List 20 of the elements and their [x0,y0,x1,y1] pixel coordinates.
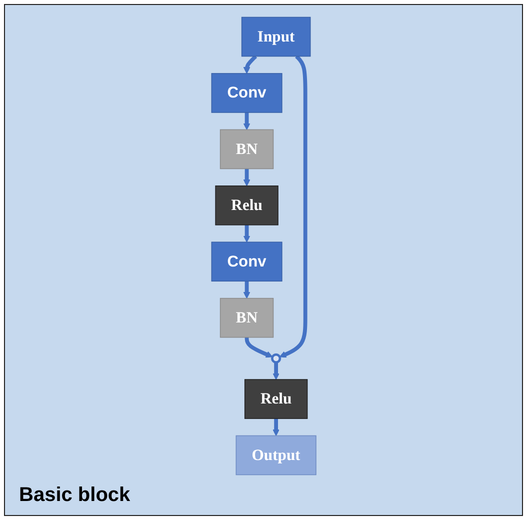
arrow [272,362,280,380]
node-box [235,435,316,476]
node-box [220,129,274,170]
arrow [243,112,250,130]
node-circle [270,353,281,364]
node-box [210,242,282,282]
arrow [243,54,257,74]
arrow [243,280,250,299]
arrow [243,224,250,242]
arrow [272,418,280,436]
node-box [214,186,278,226]
node-box [220,298,274,338]
arrow [243,168,250,186]
arrow [244,336,272,358]
arrow [279,54,307,358]
diagram-background: Input Conv BN Relu Conv BN Relu Output Basic block [4,4,523,516]
node-box [244,379,308,419]
diagram-caption: Basic block [19,484,130,506]
node-box [241,16,310,57]
node-box [210,73,282,113]
